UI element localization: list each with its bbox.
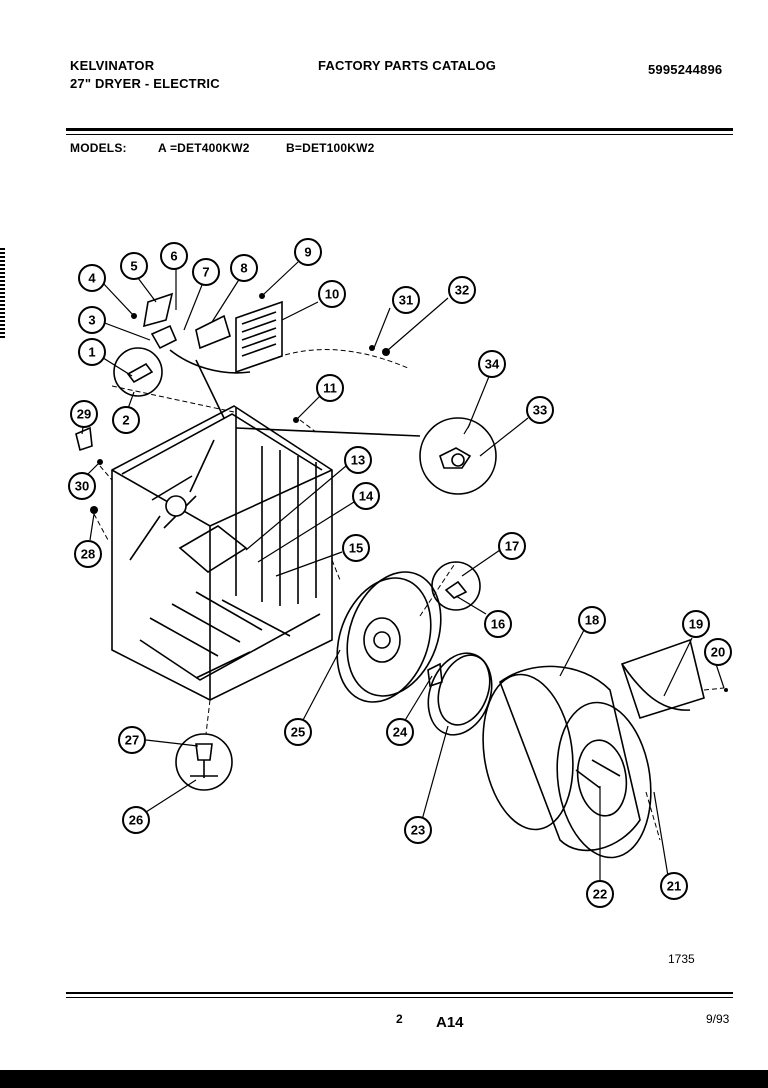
callout-29: 29 bbox=[70, 400, 98, 428]
svg-text:30: 30 bbox=[75, 479, 89, 494]
footer-rule bbox=[66, 992, 733, 994]
svg-text:1: 1 bbox=[88, 345, 95, 360]
callout-10: 10 bbox=[318, 280, 346, 308]
svg-text:4: 4 bbox=[88, 271, 96, 286]
callout-7: 7 bbox=[192, 258, 220, 286]
callout-20: 20 bbox=[704, 638, 732, 666]
brand-name: KELVINATOR bbox=[70, 58, 155, 73]
product-name: 27" DRYER - ELECTRIC bbox=[70, 76, 220, 91]
callout-11: 11 bbox=[316, 374, 344, 402]
model-b: B=DET100KW2 bbox=[286, 141, 375, 155]
svg-text:19: 19 bbox=[689, 617, 703, 632]
section-code: A14 bbox=[436, 1014, 464, 1031]
svg-text:22: 22 bbox=[593, 887, 607, 902]
callout-33: 33 bbox=[526, 396, 554, 424]
svg-text:28: 28 bbox=[81, 547, 95, 562]
svg-text:17: 17 bbox=[505, 539, 519, 554]
svg-text:5: 5 bbox=[130, 259, 137, 274]
catalog-number: 5995244896 bbox=[648, 62, 723, 77]
footer-rule-thin bbox=[66, 997, 733, 998]
callout-14: 14 bbox=[352, 482, 380, 510]
svg-text:13: 13 bbox=[351, 453, 365, 468]
callout-32: 32 bbox=[448, 276, 476, 304]
svg-text:7: 7 bbox=[202, 265, 209, 280]
left-hardware-drawing bbox=[75, 426, 113, 541]
svg-text:27: 27 bbox=[125, 733, 139, 748]
leveling-leg-drawing bbox=[175, 699, 233, 791]
scan-bottom-border bbox=[0, 1070, 768, 1088]
svg-text:20: 20 bbox=[711, 645, 725, 660]
bearing-seal-drawing bbox=[419, 561, 493, 736]
callout-3: 3 bbox=[78, 306, 106, 334]
callout-17: 17 bbox=[498, 532, 526, 560]
svg-text:24: 24 bbox=[393, 725, 408, 740]
svg-text:14: 14 bbox=[359, 489, 374, 504]
callout-6: 6 bbox=[160, 242, 188, 270]
svg-text:31: 31 bbox=[399, 293, 413, 308]
callout-9: 9 bbox=[294, 238, 322, 266]
svg-text:18: 18 bbox=[585, 613, 599, 628]
top-parts-drawing bbox=[111, 292, 409, 433]
callout-26: 26 bbox=[122, 806, 150, 834]
svg-text:32: 32 bbox=[455, 283, 469, 298]
callout-4: 4 bbox=[78, 264, 106, 292]
callout-2: 2 bbox=[112, 406, 140, 434]
callout-34: 34 bbox=[478, 350, 506, 378]
rear-bulkhead-drawing bbox=[331, 559, 442, 703]
page-number: 2 bbox=[396, 1012, 403, 1026]
svg-text:26: 26 bbox=[129, 813, 143, 828]
svg-text:6: 6 bbox=[170, 249, 177, 264]
svg-text:21: 21 bbox=[667, 879, 681, 894]
callout-22: 22 bbox=[586, 880, 614, 908]
callout-8: 8 bbox=[230, 254, 258, 282]
cabinet-drawing bbox=[111, 405, 333, 701]
callout-13: 13 bbox=[344, 446, 372, 474]
scan-edge-mark bbox=[0, 248, 5, 340]
svg-text:23: 23 bbox=[411, 823, 425, 838]
drum-baffle-drawing bbox=[620, 638, 728, 719]
callout-23: 23 bbox=[404, 816, 432, 844]
svg-text:34: 34 bbox=[485, 357, 500, 372]
catalog-title: FACTORY PARTS CATALOG bbox=[318, 58, 497, 73]
svg-text:33: 33 bbox=[533, 403, 547, 418]
svg-text:25: 25 bbox=[291, 725, 305, 740]
thermostat-drawing bbox=[235, 417, 497, 495]
figure-number: 1735 bbox=[668, 952, 695, 966]
callout-27: 27 bbox=[118, 726, 146, 754]
callout-15: 15 bbox=[342, 534, 370, 562]
callout-31: 31 bbox=[392, 286, 420, 314]
svg-text:8: 8 bbox=[240, 261, 247, 276]
callout-16: 16 bbox=[484, 610, 512, 638]
drum-drawing bbox=[482, 665, 661, 859]
callout-18: 18 bbox=[578, 606, 606, 634]
svg-text:29: 29 bbox=[77, 407, 91, 422]
callout-24: 24 bbox=[386, 718, 414, 746]
svg-text:16: 16 bbox=[491, 617, 505, 632]
callout-28: 28 bbox=[74, 540, 102, 568]
svg-text:9: 9 bbox=[304, 245, 311, 260]
model-a: A =DET400KW2 bbox=[158, 141, 250, 155]
callout-25: 25 bbox=[284, 718, 312, 746]
svg-text:11: 11 bbox=[323, 381, 337, 396]
models-label: MODELS: bbox=[70, 141, 127, 155]
svg-text:2: 2 bbox=[122, 413, 129, 428]
revision-date: 9/93 bbox=[706, 1012, 730, 1026]
svg-text:10: 10 bbox=[325, 287, 339, 302]
leader-lines bbox=[81, 261, 725, 884]
callout-1: 1 bbox=[78, 338, 106, 366]
header-rule-thin bbox=[66, 134, 733, 135]
callout-30: 30 bbox=[68, 472, 96, 500]
callout-19: 19 bbox=[682, 610, 710, 638]
svg-text:15: 15 bbox=[349, 541, 363, 556]
header-rule bbox=[66, 128, 733, 131]
callout-5: 5 bbox=[120, 252, 148, 280]
svg-text:3: 3 bbox=[88, 313, 95, 328]
callout-21: 21 bbox=[660, 872, 688, 900]
